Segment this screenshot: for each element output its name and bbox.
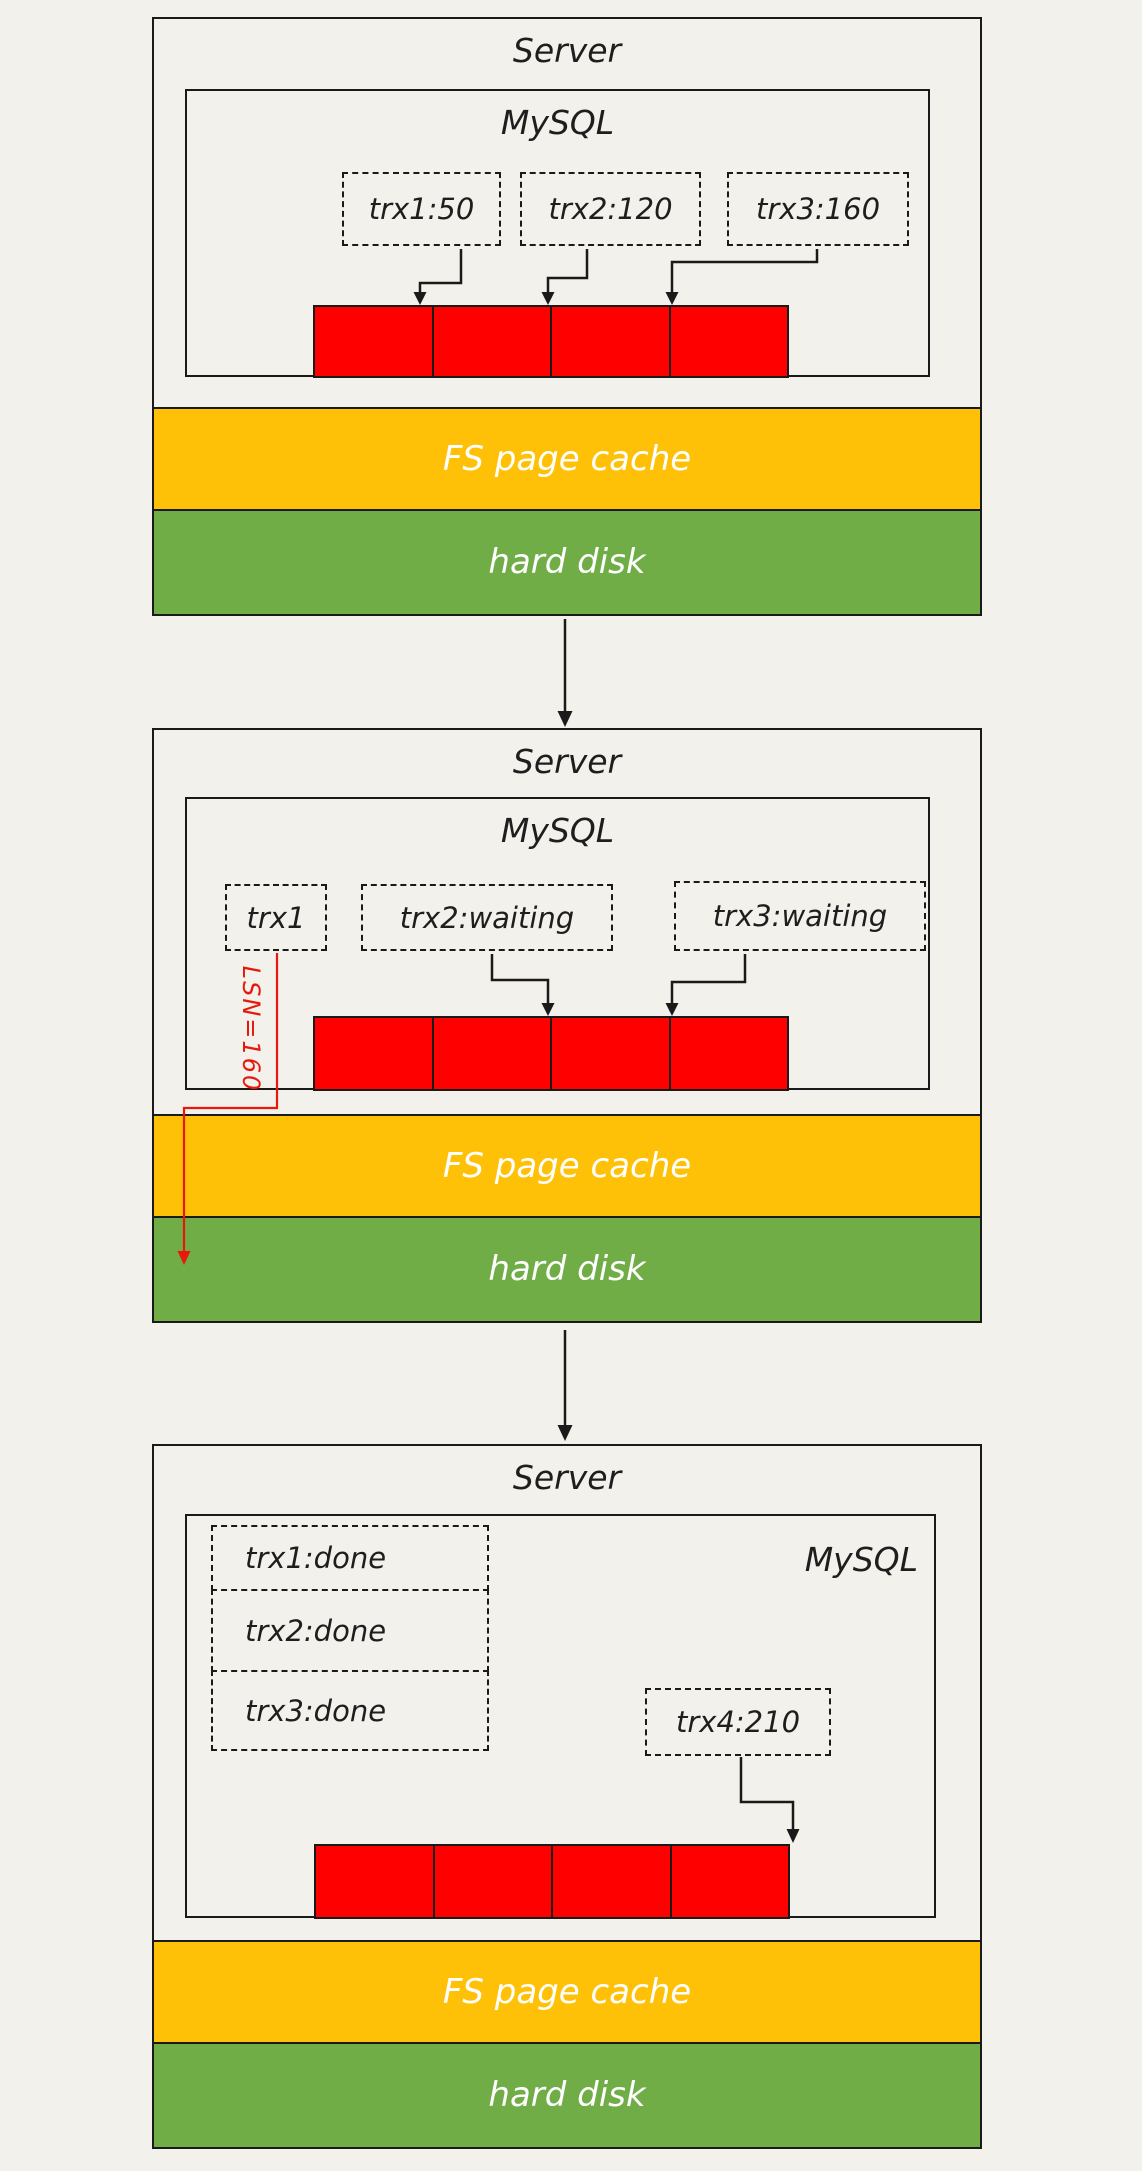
hard-disk-label: hard disk [488,2075,646,2115]
trx3-label: trx3:160 [755,192,881,226]
hard-disk-band: hard disk [152,1216,982,1323]
fs-page-cache-band: FS page cache [152,1113,982,1219]
trx2-box: trx2:waiting [361,884,613,951]
fs-page-cache-band: FS page cache [152,1939,982,2045]
stage-3: Server MySQL trx1:done trx2:done trx3:do… [152,1444,982,2149]
trx4-label: trx4:210 [675,1705,801,1739]
log-buffer-segment [434,1017,552,1089]
server-box: Server MySQL trx1:50 trx2:120 trx3:160 [152,17,982,409]
trx3-done-box: trx3:done [211,1670,489,1751]
trx3-label: trx3:waiting [712,899,888,933]
fs-page-cache-band: FS page cache [152,406,982,512]
arrowhead-stage3-icon [557,1425,573,1441]
server-box: Server MySQL trx1:done trx2:done trx3:do… [152,1444,982,1942]
hard-disk-label: hard disk [488,1249,646,1289]
trx1-label: trx1:50 [368,192,475,226]
log-buffer-segment [671,307,788,376]
server-label: Server [512,742,622,781]
stage-2: Server MySQL trx1 trx2:waiting trx3:wait… [152,728,982,1323]
trx1-done-box: trx1:done [211,1525,489,1591]
trx1-label: trx1 [246,900,306,935]
trx1-box: trx1 [225,884,327,951]
trx3-box: trx3:160 [727,172,909,246]
log-buffer-segment [434,306,552,376]
stage-1: Server MySQL trx1:50 trx2:120 trx3:160 [152,17,982,616]
log-buffer-segment [435,1845,553,1917]
fs-page-cache-label: FS page cache [442,1971,692,2012]
log-buffer-segment [315,1017,434,1089]
hard-disk-label: hard disk [488,542,646,582]
trx2-box: trx2:120 [520,172,701,246]
server-label: Server [512,1458,622,1497]
lsn-annotation: LSN=160 [237,965,265,1093]
fs-page-cache-label: FS page cache [442,1145,692,1186]
trx2-label: trx2:waiting [399,900,575,935]
trx4-box: trx4:210 [645,1688,831,1756]
mysql-box: MySQL trx1 trx2:waiting trx3:waiting [185,797,930,1091]
hard-disk-band: hard disk [152,2042,982,2149]
mysql-box: MySQL trx1:50 trx2:120 trx3:160 [185,89,930,378]
mysql-box: MySQL trx1:done trx2:done trx3:done trx4… [185,1514,936,1919]
trx3-done-label: trx3:done [245,1693,387,1728]
log-buffer-segment [671,1018,788,1089]
hard-disk-band: hard disk [152,509,982,616]
log-buffer-segment [552,306,671,376]
log-buffer [313,1015,789,1091]
log-buffer [314,1843,790,1919]
trx2-done-box: trx2:done [211,1589,489,1672]
mysql-label: MySQL [804,1540,918,1579]
log-buffer-segment [316,1845,435,1917]
mysql-label: MySQL [500,103,615,142]
log-buffer [313,304,789,378]
log-buffer-segment [315,306,434,376]
trx1-box: trx1:50 [342,172,501,246]
trx3-box: trx3:waiting [674,881,926,951]
trx2-label: trx2:120 [548,192,673,226]
fs-page-cache-label: FS page cache [442,438,692,479]
log-buffer-segment [553,1845,672,1917]
server-label: Server [512,31,622,70]
log-buffer-segment [552,1017,671,1089]
mysql-label: MySQL [500,811,615,850]
arrowhead-stage2-icon [557,711,573,727]
server-box: Server MySQL trx1 trx2:waiting trx3:wait… [152,728,982,1116]
log-buffer-segment [672,1846,789,1917]
trx1-done-label: trx1:done [245,1541,387,1575]
trx2-done-label: trx2:done [245,1613,387,1648]
